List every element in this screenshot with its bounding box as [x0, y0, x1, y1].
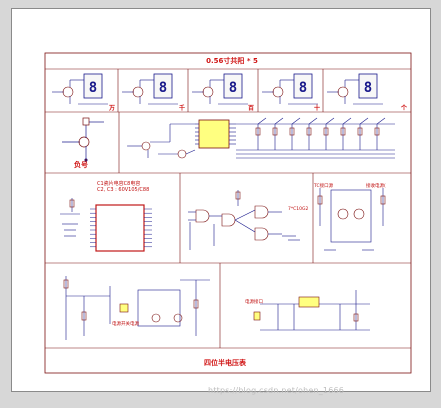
seg-digit-glyph: 8: [89, 80, 97, 96]
reference-circuit: [317, 188, 386, 251]
switch-tiny-label: 电源开关电源: [112, 322, 139, 327]
neg-sign-label: 负号: [74, 161, 88, 169]
gate-tiny-label: 7*C10G2: [288, 207, 309, 212]
segment-driver-circuit: [127, 117, 395, 159]
adc-circuit: [60, 198, 152, 252]
segment-resistor: [323, 117, 335, 150]
segment-resistor: [306, 117, 318, 150]
capacitor-note-2: C2, C3 : 60V105/C88: [97, 187, 150, 193]
digit-display-blocks: 8 8 8 8 8: [52, 73, 383, 105]
outer-frame: [44, 52, 412, 374]
power-tiny-label: 电源接口: [245, 300, 263, 305]
digit-block: 8: [262, 73, 318, 105]
segment-resistor: [255, 117, 267, 150]
footer-title: 四位半电压表: [204, 359, 246, 367]
segment-resistor: [289, 117, 301, 150]
ref-label-right: 接收电源(: [366, 184, 386, 189]
seg-digit-glyph: 8: [229, 80, 237, 96]
digit-label-bai: 百: [248, 105, 255, 112]
driver-ic: [198, 119, 230, 149]
watermark: https://blog.csdn.net/ohen_1666: [208, 386, 345, 395]
seg-digit-glyph: 8: [299, 80, 307, 96]
digit-label-shi: 十: [314, 105, 321, 112]
segment-resistor: [272, 117, 284, 150]
digit-block: 8: [52, 73, 108, 105]
seg-digit-glyph: 8: [364, 80, 372, 96]
digit-label-wan: 万: [109, 105, 116, 112]
display-section-title: 0.56寸共阳 * 5: [206, 57, 258, 65]
segment-resistor: [357, 117, 369, 150]
neg-sign-transistor: [62, 117, 104, 162]
schematic-sheet: [11, 8, 431, 392]
digit-block: 8: [122, 73, 178, 105]
digit-block: 8: [327, 73, 383, 105]
logic-gate-circuit: [188, 190, 300, 250]
digit-label-ge: 个: [401, 105, 408, 112]
segment-resistor: [374, 117, 386, 150]
digit-block: 8: [192, 73, 248, 105]
capacitor-note-1: C1瓷片电容C8电容: [97, 181, 141, 187]
ref-label-left: TC接口源: [314, 184, 334, 189]
digit-label-qian: 千: [179, 105, 186, 112]
adc-chip: [95, 204, 145, 252]
input-divider-circuit: [63, 276, 210, 340]
regulator-circuit: [253, 290, 370, 331]
segment-resistor: [340, 117, 352, 150]
seg-digit-glyph: 8: [159, 80, 167, 96]
